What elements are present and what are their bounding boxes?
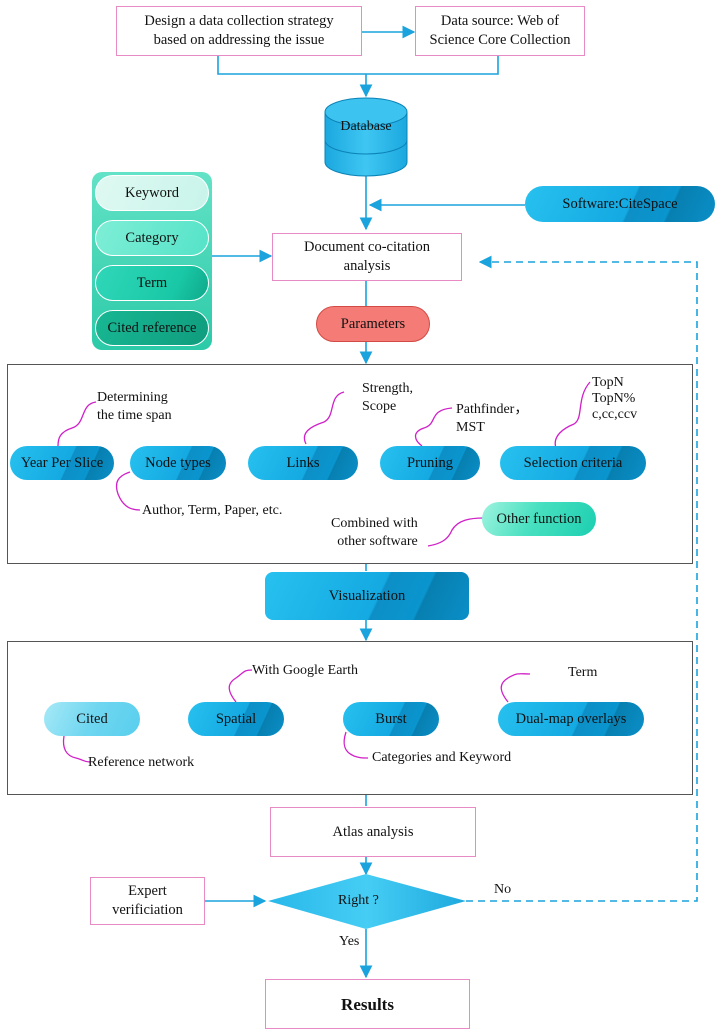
note-links: Strength, Scope — [362, 381, 413, 414]
note-google-earth: With Google Earth — [252, 663, 358, 678]
node-type-cited-reference: Cited reference — [95, 310, 209, 346]
database-label: Database — [340, 119, 392, 134]
param-year-per-slice: Year Per Slice — [10, 446, 114, 480]
cocitation-box: Document co-citation analysis — [272, 233, 462, 281]
viz-cited: Cited — [44, 702, 140, 736]
results-box: Results — [265, 979, 470, 1029]
software-pill: Software:CiteSpace — [525, 186, 715, 222]
note-categories-keyword: Categories and Keyword — [372, 750, 512, 765]
feedback-loop-no — [466, 255, 698, 902]
decision-diamond — [268, 874, 466, 929]
visualization-pill: Visualization — [265, 572, 469, 620]
visualization-section-frame — [7, 641, 693, 795]
node-types-panel — [92, 172, 212, 350]
note-node-types: Author, Term, Paper, etc. — [142, 503, 283, 518]
atlas-analysis-box: Atlas analysis — [270, 807, 476, 857]
note-combined: Combined with other software — [331, 516, 418, 549]
no-label: No — [494, 882, 512, 897]
parameters-section-frame — [7, 364, 693, 564]
data-source-box: Data source: Web of Science Core Collect… — [415, 6, 585, 56]
param-pruning: Pruning — [380, 446, 480, 480]
param-node-types: Node types — [130, 446, 226, 480]
note-selection: TopN TopN% c,cc,ccv — [592, 375, 638, 422]
node-type-category: Category — [95, 220, 209, 256]
expert-verification-box: Expert verificiation — [90, 877, 205, 925]
viz-burst: Burst — [343, 702, 439, 736]
viz-spatial: Spatial — [188, 702, 284, 736]
node-type-keyword: Keyword — [95, 175, 209, 211]
note-time-span: Determining the time span — [97, 390, 172, 423]
strategy-box: Design a data collection strategy based … — [116, 6, 362, 56]
keyword-label: Keyword — [125, 184, 179, 201]
parameters-pill: Parameters — [316, 306, 430, 342]
yes-label: Yes — [339, 934, 360, 949]
cited-reference-label: Cited reference — [107, 319, 197, 336]
category-label: Category — [125, 229, 179, 246]
database-cylinder — [324, 97, 408, 177]
connectors — [205, 25, 525, 979]
param-selection-criteria: Selection criteria — [500, 446, 646, 480]
note-reference-network: Reference network — [88, 755, 195, 770]
decision-label: Right ? — [338, 893, 379, 908]
callout-lines — [57, 381, 591, 763]
param-other-function: Other function — [482, 502, 596, 536]
param-links: Links — [248, 446, 358, 480]
viz-dual-map-overlays: Dual-map overlays — [498, 702, 644, 736]
node-type-term: Term — [95, 265, 209, 301]
term-label: Term — [136, 274, 168, 291]
note-pruning: Pathfinder， MST — [456, 402, 529, 435]
note-term: Term — [568, 665, 598, 680]
